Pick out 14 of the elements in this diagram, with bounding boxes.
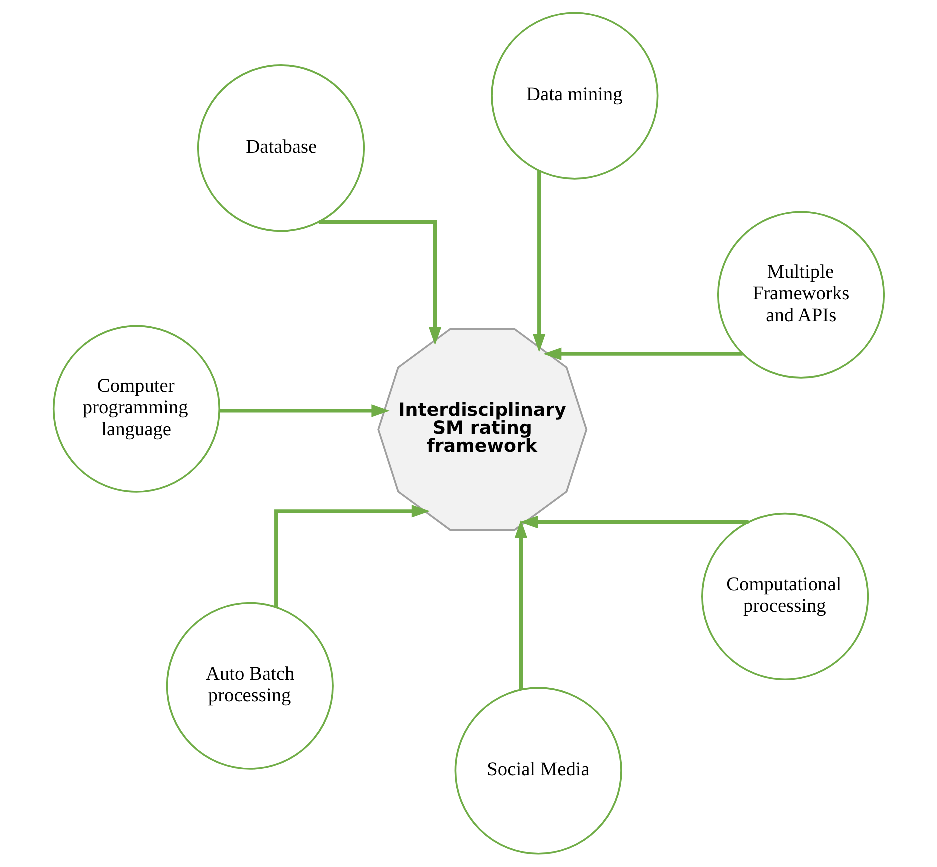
node-circle: Social Media [454,687,622,855]
arrow [318,220,442,346]
node-circle: Auto Batch processing [166,602,334,770]
node-circle: Multiple Frameworks and APIs [716,211,885,379]
arrow [532,170,546,352]
node-circle: Data mining [490,12,658,180]
arrow [542,348,742,360]
arrow [274,505,430,608]
arrow [520,516,748,529]
node-circle: Database [196,64,365,232]
arrow [220,404,390,418]
node-circle: Computational processing [701,512,869,681]
node-circle: Computer programming language [52,325,220,493]
arrow [514,520,528,690]
